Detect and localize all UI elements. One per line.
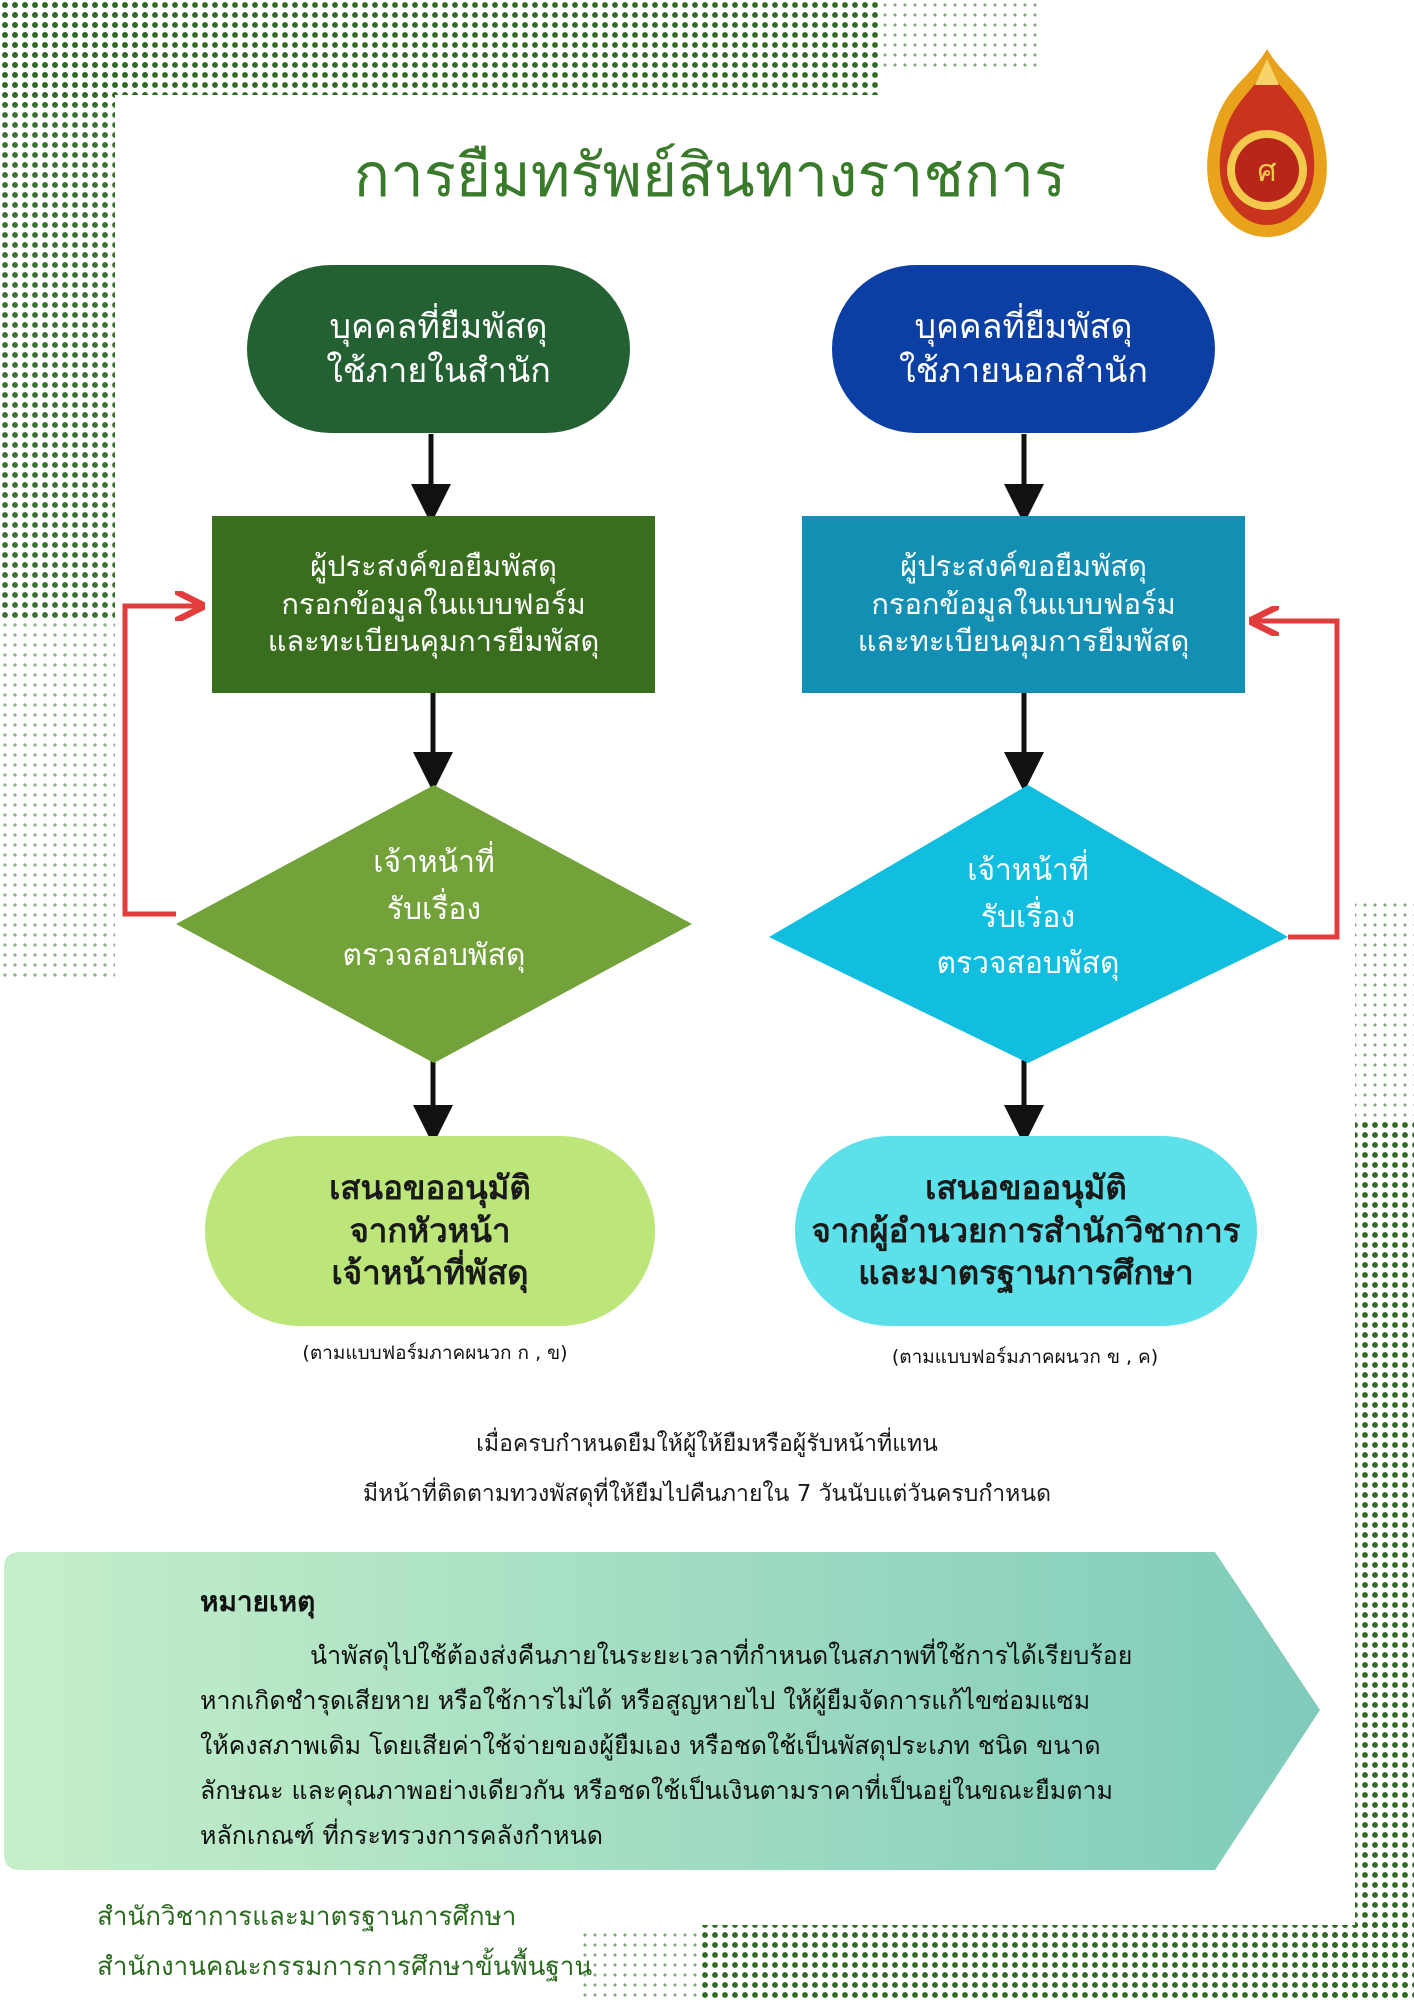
footer-agency: สำนักงานคณะกรรมการการศึกษาขั้นพื้นฐาน [97, 1952, 593, 1982]
remark-line: ลักษณะ และคุณภาพอย่างเดียวกัน หรือชดใช้เ… [200, 1776, 1113, 1805]
page-title: การยืมทรัพย์สินทางราชการ [353, 141, 1067, 211]
left-appendix-note: (ตามแบบฟอร์มภาคผนวก ก , ข) [302, 1342, 568, 1364]
obec-logo-icon: ศ [1200, 45, 1335, 240]
remark-line: ให้คงสภาพเดิม โดยเสียค่าใช้จ่ายของผู้ยืม… [200, 1731, 1101, 1760]
right-form-line3: และทะเบียนคุมการยืมพัสดุ [857, 624, 1190, 659]
left-approve-line3: เจ้าหน้าที่พัสดุ [331, 1253, 529, 1293]
right-start-node: บุคคลที่ยืมพัสดุ ใช้ภายนอกสำนัก [832, 265, 1215, 433]
dot-pattern-bottom-fade [580, 1930, 700, 2000]
right-appendix-note: (ตามแบบฟอร์มภาคผนวก ข , ค) [891, 1346, 1159, 1368]
svg-text:ศ: ศ [1257, 154, 1276, 189]
return-notice-line2: มีหน้าที่ติดตามทวงพัสดุที่ให้ยืมไปคืนภาย… [362, 1481, 1052, 1507]
right-start-line2: ใช้ภายนอกสำนัก [898, 351, 1149, 391]
right-approve-node: เสนอขออนุมัติ จากผู้อำนวยการสำนักวิชาการ… [795, 1136, 1257, 1326]
right-form-line1: ผู้ประสงค์ขอยืมพัสดุ [900, 548, 1147, 583]
dot-pattern-top-fade [880, 0, 1040, 70]
left-approve-line1: เสนอขออนุมัติ [329, 1167, 531, 1207]
left-check-label: เจ้าหน้าที่ รับเรื่อง ตรวจสอบพัสดุ [276, 840, 592, 980]
right-start-line1: บุคคลที่ยืมพัสดุ [914, 306, 1133, 347]
right-form-node: ผู้ประสงค์ขอยืมพัสดุ กรอกข้อมูลในแบบฟอร์… [802, 516, 1245, 693]
footer-office: สำนักวิชาการและมาตรฐานการศึกษา [97, 1902, 517, 1932]
right-check-label: เจ้าหน้าที่ รับเรื่อง ตรวจสอบพัสดุ [870, 848, 1186, 988]
right-approve-line3: และมาตรฐานการศึกษา [858, 1253, 1194, 1293]
left-start-line2: ใช้ภายในสำนัก [326, 351, 551, 391]
dot-pattern-bottom [700, 1920, 1414, 2000]
loop-arrow-left [122, 606, 200, 917]
right-check-line3: ตรวจสอบพัสดุ [936, 946, 1120, 981]
right-check-line1: เจ้าหน้าที่ [967, 853, 1089, 888]
left-start-node: บุคคลที่ยืมพัสดุ ใช้ภายในสำนัก [247, 265, 630, 433]
right-approve-line1: เสนอขออนุมัติ [925, 1167, 1127, 1207]
remark-title: หมายเหตุ [200, 1585, 316, 1618]
right-check-line2: รับเรื่อง [980, 899, 1076, 935]
right-approve-line2: จากผู้อำนวยการสำนักวิชาการ [811, 1210, 1241, 1250]
remark-banner [4, 1552, 1320, 1870]
loop-arrow-right [1254, 621, 1340, 940]
left-check-line1: เจ้าหน้าที่ [373, 845, 495, 880]
left-check-line2: รับเรื่อง [386, 891, 482, 927]
left-form-line2: กรอกข้อมูลในแบบฟอร์ม [281, 586, 586, 621]
left-check-diamond [176, 785, 692, 1063]
remark-line: นำพัสดุไปใช้ต้องส่งคืนภายในระยะเวลาที่กำ… [310, 1641, 1133, 1670]
left-check-line3: ตรวจสอบพัสดุ [342, 938, 526, 973]
remark-line: หากเกิดชำรุดเสียหาย หรือใช้การไม่ได้ หรื… [200, 1686, 1091, 1715]
left-start-line1: บุคคลที่ยืมพัสดุ [329, 306, 548, 347]
left-approve-node: เสนอขออนุมัติ จากหัวหน้า เจ้าหน้าที่พัสด… [205, 1136, 655, 1326]
remark-body: นำพัสดุไปใช้ต้องส่งคืนภายในระยะเวลาที่กำ… [200, 1633, 1170, 1858]
left-form-node: ผู้ประสงค์ขอยืมพัสดุ กรอกข้อมูลในแบบฟอร์… [212, 516, 655, 693]
dot-pattern-top [0, 0, 880, 105]
remark-line: หลักเกณฑ์ ที่กระทรวงการคลังกำหนด [200, 1821, 603, 1850]
right-check-diamond [769, 785, 1288, 1063]
return-notice-line1: เมื่อครบกำหนดยืมให้ผู้ให้ยืมหรือผู้รับหน… [476, 1431, 938, 1457]
right-form-line2: กรอกข้อมูลในแบบฟอร์ม [871, 586, 1176, 621]
left-form-line3: และทะเบียนคุมการยืมพัสดุ [267, 624, 600, 659]
left-form-line1: ผู้ประสงค์ขอยืมพัสดุ [310, 548, 557, 583]
left-approve-line2: จากหัวหน้า [349, 1210, 511, 1250]
